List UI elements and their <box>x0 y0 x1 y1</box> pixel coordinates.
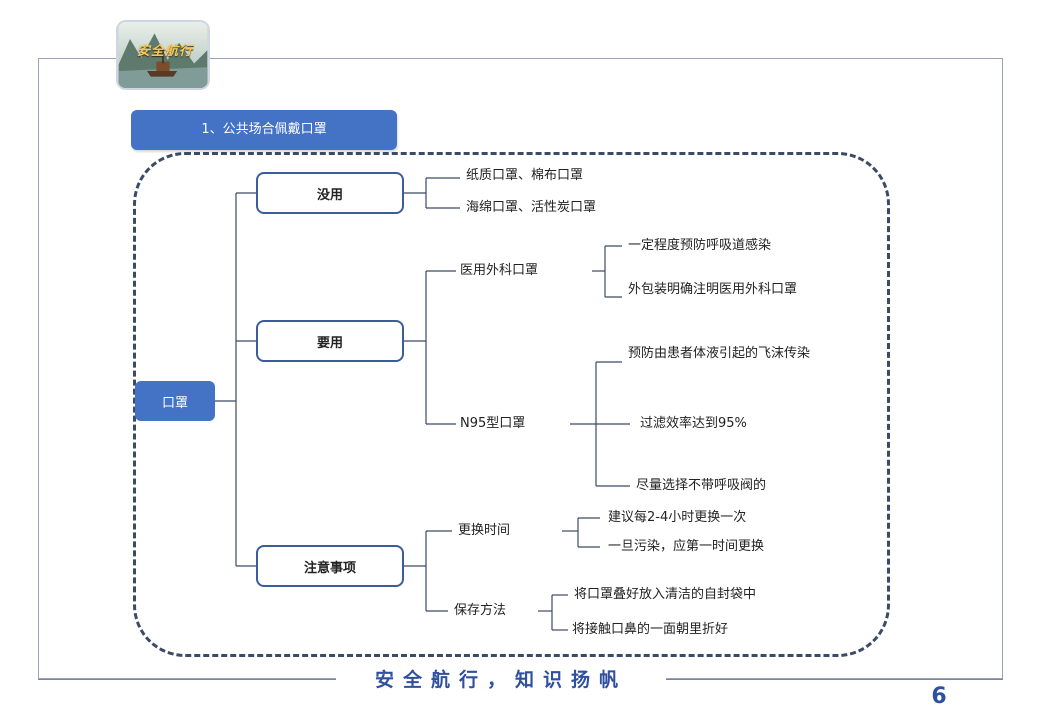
mindmap-container <box>133 152 890 657</box>
branch-storage-method: 保存方法 <box>454 603 507 618</box>
logo: 安全航行 <box>116 20 210 90</box>
leaf-n95-1: 预防由患者体液引起的飞沫传染 <box>628 346 811 361</box>
branch-n95-mask: N95型口罩 <box>460 416 526 431</box>
section-title: 1、公共场合佩戴口罩 <box>131 110 397 150</box>
leaf-replace-1: 建议每2-4小时更换一次 <box>608 510 747 525</box>
node-notes: 注意事项 <box>256 545 404 587</box>
node-useful: 要用 <box>256 320 404 362</box>
footer-slogan: 安全航行，知识扬帆 <box>336 665 666 692</box>
branch-replace-time: 更换时间 <box>458 523 511 538</box>
page-number: 6 <box>931 684 947 709</box>
leaf-storage-1: 将口罩叠好放入清洁的自封袋中 <box>574 587 757 602</box>
leaf-useless-1: 纸质口罩、棉布口罩 <box>466 168 584 183</box>
leaf-n95-3: 尽量选择不带呼吸阀的 <box>636 478 767 493</box>
logo-text: 安全航行 <box>136 44 193 59</box>
leaf-surgical-1: 一定程度预防呼吸道感染 <box>628 238 772 253</box>
node-useless: 没用 <box>256 172 404 214</box>
leaf-surgical-2: 外包装明确注明医用外科口罩 <box>628 282 798 297</box>
footer-rule-right <box>666 679 1003 680</box>
branch-surgical-mask: 医用外科口罩 <box>460 263 539 278</box>
leaf-n95-2: 过滤效率达到95% <box>640 416 747 431</box>
root-node-mask: 口罩 <box>135 381 215 421</box>
leaf-storage-2: 将接触口鼻的一面朝里折好 <box>572 622 729 637</box>
ship-landscape-logo-icon <box>118 22 208 88</box>
footer-rule-left <box>38 679 336 680</box>
leaf-useless-2: 海绵口罩、活性炭口罩 <box>466 200 597 215</box>
leaf-replace-2: 一旦污染，应第一时间更换 <box>608 539 765 554</box>
